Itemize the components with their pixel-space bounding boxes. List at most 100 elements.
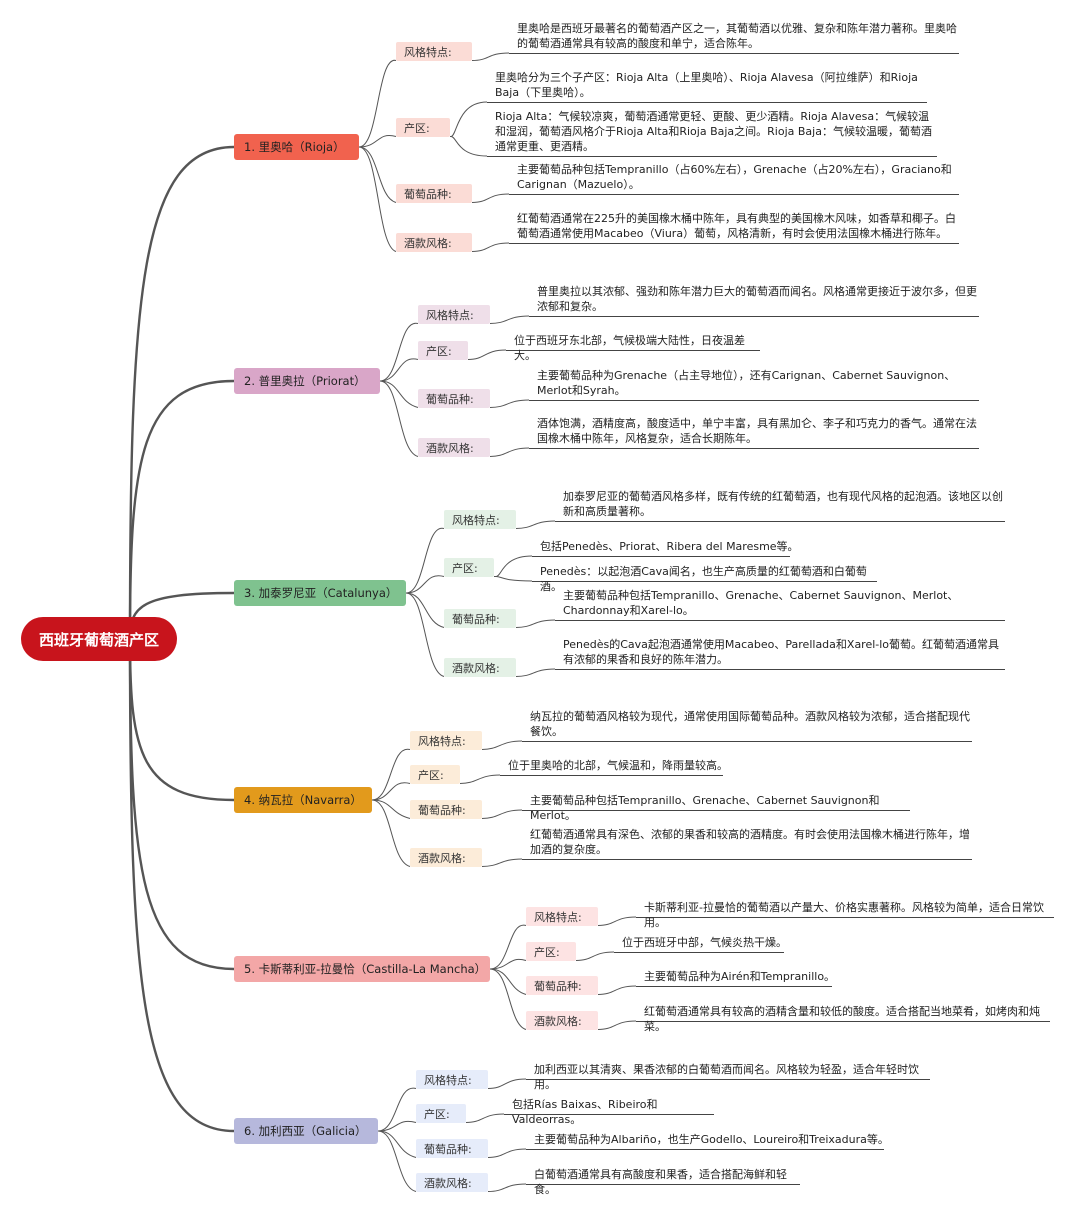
branch-line-text (575, 951, 615, 961)
branch-line-region-2 (128, 379, 235, 640)
detail-text: 主要葡萄品种为Airén和Tempranillo。 (644, 970, 836, 983)
section-tag[interactable]: 酒款风格: (416, 1173, 488, 1192)
branch-line-tag (489, 968, 527, 995)
branch-line-text (597, 1020, 637, 1030)
detail-text: 红葡萄酒通常具有深色、浓郁的果香和较高的酒精度。有时会使用法国橡木桶进行陈年，增… (530, 828, 970, 856)
detail-text: 包括Rías Baixas、Ribeiro和Valdeorras。 (512, 1098, 658, 1126)
text-underline (509, 53, 959, 54)
detail-text: 红葡萄酒通常在225升的美国橡木桶中陈年，具有典型的美国橡木风味，如香草和椰子。… (517, 212, 956, 240)
text-underline (522, 859, 972, 860)
text-underline (506, 350, 760, 351)
branch-line-tag (377, 1130, 417, 1158)
branch-line-text (515, 668, 556, 677)
section-tag[interactable]: 产区: (418, 341, 468, 360)
section-tag[interactable]: 葡萄品种: (396, 184, 472, 203)
section-tag[interactable]: 酒款风格: (410, 848, 482, 867)
section-tag[interactable]: 风格特点: (410, 731, 482, 750)
text-underline (522, 741, 972, 742)
section-tag[interactable]: 葡萄品种: (416, 1139, 488, 1158)
region-node[interactable]: 4. 纳瓦拉（Navarra） (234, 787, 372, 813)
section-tag[interactable]: 风格特点: (396, 42, 472, 61)
section-tag[interactable]: 酒款风格: (526, 1011, 598, 1030)
region-node[interactable]: 6. 加利西亚（Galicia） (234, 1118, 378, 1144)
section-tag[interactable]: 风格特点: (416, 1070, 488, 1089)
branch-line-tag (358, 146, 397, 203)
region-node[interactable]: 2. 普里奥拉（Priorat） (234, 368, 380, 394)
text-underline (636, 986, 832, 987)
detail-text: 酒体饱满，酒精度高，酸度适中，单宁丰富，具有黑加仑、李子和巧克力的香气。通常在法… (537, 417, 977, 445)
branch-line-tag (358, 59, 397, 148)
section-tag[interactable]: 产区: (444, 558, 494, 577)
region-node[interactable]: 5. 卡斯蒂利亚-拉曼恰（Castilla-La Mancha） (234, 956, 490, 982)
branch-line-tag (379, 380, 419, 457)
root-node[interactable]: 西班牙葡萄酒产区 (21, 617, 177, 661)
section-tag[interactable]: 产区: (396, 118, 450, 137)
text-underline (529, 448, 979, 449)
branch-line-tag (405, 592, 445, 677)
branch-line-tag (358, 146, 397, 252)
branch-line-text (489, 447, 530, 457)
branch-line-text (471, 242, 510, 252)
section-tag[interactable]: 产区: (416, 1104, 466, 1123)
branch-line-text (494, 555, 533, 577)
text-underline (555, 521, 1005, 522)
detail-text: 卡斯蒂利亚-拉曼恰的葡萄酒以产量大、价格实惠著称。风格较为简单，适合日常饮用。 (644, 901, 1044, 929)
section-tag[interactable]: 葡萄品种: (444, 609, 516, 628)
detail-text: 加利西亚以其清爽、果香浓郁的白葡萄酒而闻名。风格较为轻盈，适合年轻时饮用。 (534, 1063, 919, 1091)
text-underline (509, 243, 959, 244)
region-node[interactable]: 1. 里奥哈（Rioja） (234, 134, 359, 160)
text-underline (555, 620, 1005, 621)
branch-line-tag (371, 799, 411, 867)
section-tag[interactable]: 酒款风格: (396, 233, 472, 252)
branch-line-region-4 (128, 638, 235, 802)
detail-text: 普里奥拉以其浓郁、强劲和陈年潜力巨大的葡萄酒而闻名。风格通常更接近于波尔多，但更… (537, 285, 977, 313)
section-tag[interactable]: 葡萄品种: (410, 800, 482, 819)
text-underline (614, 952, 784, 953)
branch-line-text (450, 101, 488, 137)
detail-text: 主要葡萄品种包括Tempranillo（占60%左右），Grenache（占20… (517, 163, 952, 191)
branch-line-text (450, 136, 488, 157)
detail-text: 加泰罗尼亚的葡萄酒风格多样，既有传统的红葡萄酒，也有现代风格的起泡酒。该地区以创… (563, 490, 1003, 518)
branch-line-text (487, 1078, 527, 1089)
section-tag[interactable]: 酒款风格: (444, 658, 516, 677)
branch-line-region-6 (128, 638, 235, 1133)
branch-line-tag (405, 527, 445, 594)
region-node[interactable]: 3. 加泰罗尼亚（Catalunya） (234, 580, 406, 606)
branch-line-tag (379, 358, 419, 382)
branch-line-text (465, 1113, 505, 1123)
branch-line-tag (371, 782, 411, 801)
section-tag[interactable]: 酒款风格: (418, 438, 490, 457)
section-tag[interactable]: 葡萄品种: (418, 389, 490, 408)
branch-line-region-1 (128, 145, 235, 640)
branch-line-tag (377, 1130, 417, 1192)
branch-line-tag (358, 135, 397, 148)
detail-text: 主要葡萄品种为Grenache（占主导地位），还有Carignan、Cabern… (537, 369, 956, 397)
branch-line-text (481, 740, 523, 750)
text-underline (526, 1184, 800, 1185)
section-tag[interactable]: 产区: (526, 942, 576, 961)
branch-line-tag (489, 924, 527, 970)
section-tag[interactable]: 风格特点: (526, 907, 598, 926)
section-tag[interactable]: 风格特点: (418, 305, 490, 324)
text-underline (487, 102, 927, 103)
section-tag[interactable]: 风格特点: (444, 510, 516, 529)
detail-text: 位于里奥哈的北部，气候温和，降雨量较高。 (508, 759, 728, 772)
detail-text: 主要葡萄品种为Albariño，也生产Godello、Loureiro和Trei… (534, 1133, 889, 1146)
text-underline (500, 775, 723, 776)
text-underline (526, 1079, 930, 1080)
detail-text: 纳瓦拉的葡萄酒风格较为现代，通常使用国际葡萄品种。酒款风格较为浓郁，适合搭配现代… (530, 710, 970, 738)
section-tag[interactable]: 葡萄品种: (526, 976, 598, 995)
branch-line-text (481, 858, 523, 867)
detail-text: 红葡萄酒通常具有较高的酒精含量和较低的酸度。适合搭配当地菜肴，如烤肉和炖菜。 (644, 1005, 1040, 1033)
branch-line-text (597, 916, 637, 926)
branch-line-text (459, 774, 501, 784)
detail-text: 里奥哈是西班牙最著名的葡萄酒产区之一，其葡萄酒以优雅、复杂和陈年潜力著称。里奥哈… (517, 22, 957, 50)
section-tag[interactable]: 产区: (410, 765, 460, 784)
detail-text: Penedès的Cava起泡酒通常使用Macabeo、Parellada和Xar… (563, 638, 1000, 666)
branch-line-tag (377, 1120, 417, 1132)
branch-line-text (487, 1148, 527, 1158)
branch-line-tag (405, 575, 445, 594)
detail-text: 里奥哈分为三个子产区：Rioja Alta（上里奥哈）、Rioja Alaves… (495, 71, 918, 99)
branch-line-text (597, 985, 637, 995)
